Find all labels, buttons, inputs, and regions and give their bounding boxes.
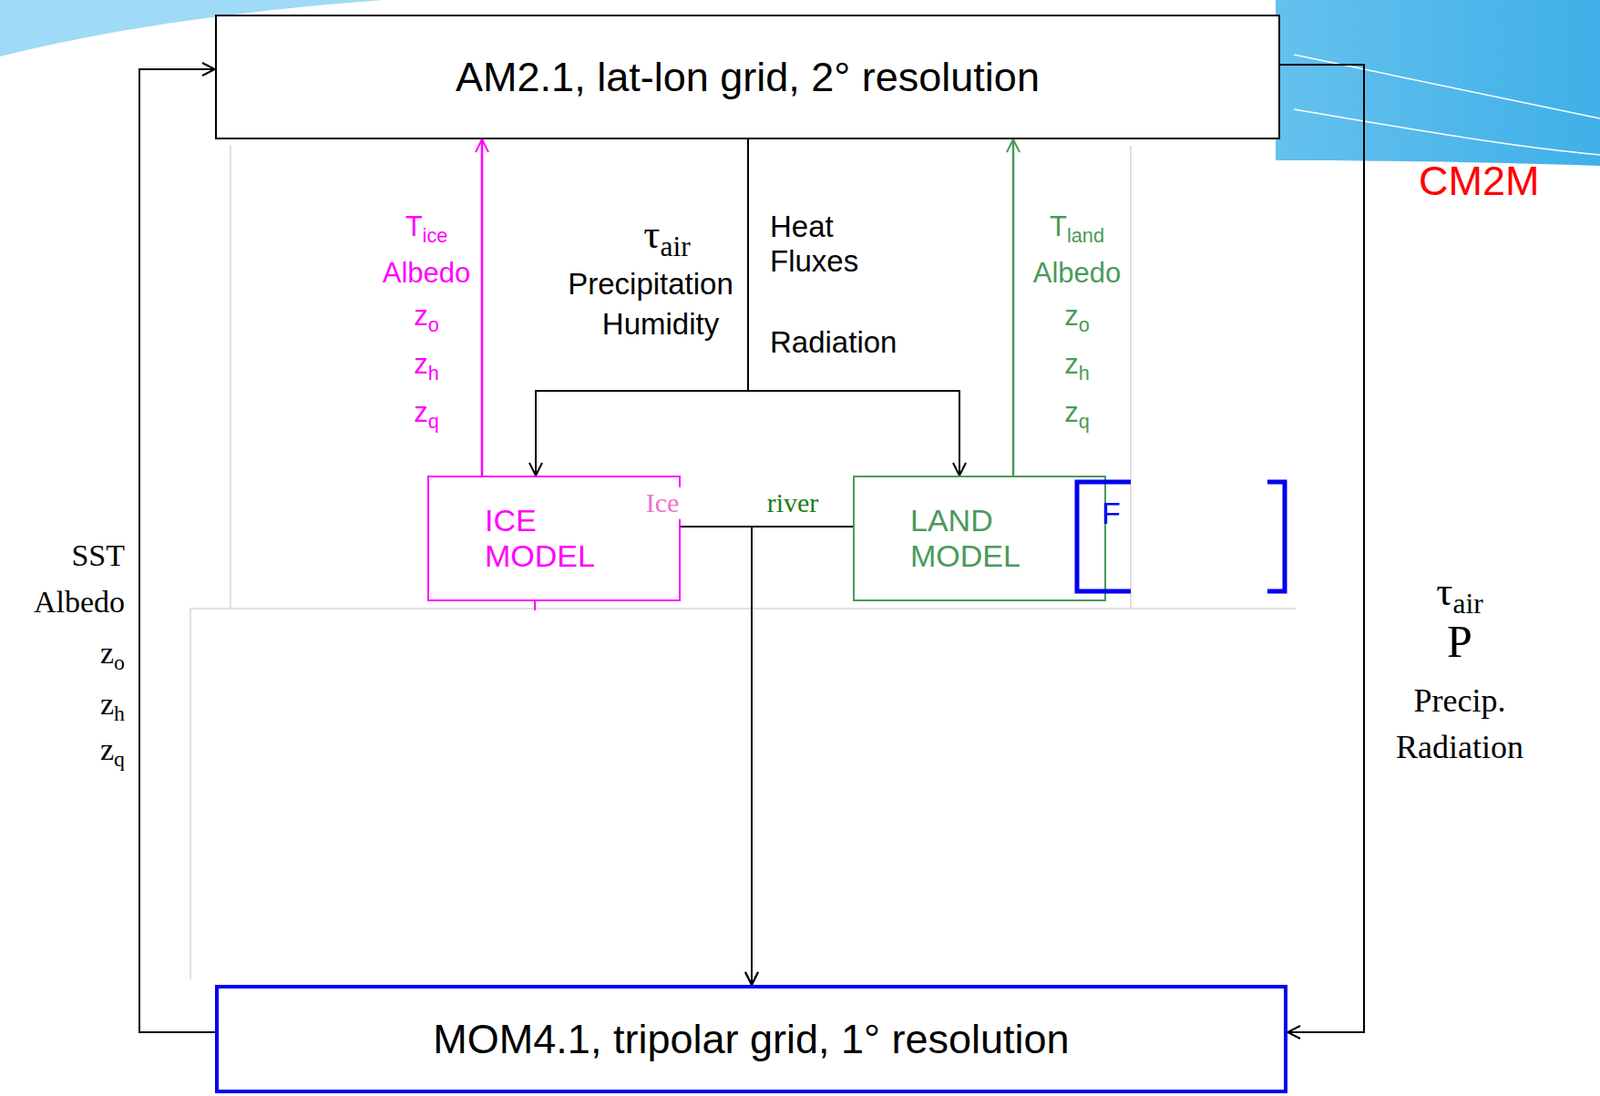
text-main: z (413, 299, 429, 332)
text-main: z (1064, 396, 1079, 429)
text-subscript: q (428, 410, 440, 433)
template-line (1293, 109, 1600, 155)
land-variable: zh (1064, 348, 1090, 381)
patch-edge (1129, 145, 1132, 609)
flux-label: Heat Fluxes (769, 209, 898, 279)
text-main: T (405, 210, 423, 243)
connector-arrow (1280, 64, 1365, 1033)
connector-arrow (748, 139, 960, 476)
ice-variable: zh (413, 348, 440, 381)
text-subscript: h (113, 702, 125, 727)
bracket-left (1076, 482, 1131, 592)
ocean-variable: zq (100, 731, 125, 768)
connector-arrow (1012, 139, 1016, 476)
forcing-variable: Precip. (1414, 682, 1507, 720)
text-subscript: o (428, 313, 440, 337)
box-label: MOM4.1, tripolar grid, 1° resolution (432, 1015, 1069, 1064)
ice-variable: zo (413, 299, 440, 333)
model-name: CM2M (1418, 157, 1540, 206)
text-main: z (1064, 299, 1079, 332)
land-variable: zo (1064, 299, 1090, 333)
text-main: z (413, 396, 429, 429)
patch-edges (190, 144, 1296, 980)
text-main: z (413, 348, 429, 380)
text-subscript: o (1078, 313, 1090, 337)
ocean-variable: SST (71, 537, 125, 574)
partial-box: F (1074, 479, 1288, 595)
box-label: F (1101, 495, 1121, 532)
connector-label: Ice (644, 487, 682, 520)
ice-model-box: ICE MODEL (427, 475, 681, 602)
text-main: τ (643, 211, 660, 257)
ice-stub (533, 601, 536, 611)
text-subscript: air (659, 231, 690, 264)
text-subscript: air (1452, 588, 1483, 621)
ice-variable: Tice (405, 210, 449, 244)
connector-arrow (139, 69, 216, 1033)
template-band (215, 0, 1600, 166)
text-subscript: ice (422, 224, 449, 247)
text-subscript: q (113, 748, 125, 772)
patch-edge (190, 607, 1296, 610)
text-main: T (1049, 210, 1067, 243)
flux-label: τair (643, 211, 690, 259)
patch-edge (189, 608, 192, 980)
text-subscript: o (113, 651, 125, 676)
bracket-right (1267, 482, 1285, 592)
ocean-model-box: MOM4.1, tripolar grid, 1° resolution (215, 984, 1288, 1094)
ice-variable: Albedo (382, 256, 472, 290)
text-subscript: h (1078, 361, 1090, 385)
land-model-box: LAND MODEL (852, 475, 1107, 602)
flux-label: Precipitation (567, 266, 734, 302)
ocean-variable: zh (100, 686, 125, 722)
land-variable: zq (1064, 396, 1090, 430)
box-label: ICE MODEL (484, 502, 613, 575)
patch-edge (229, 144, 232, 609)
text-subscript: land (1066, 224, 1105, 247)
land-variable: Albedo (1033, 256, 1122, 290)
ocean-variable: zo (100, 635, 125, 671)
text-subscript: h (428, 361, 440, 385)
ocean-variable: Albedo (33, 584, 125, 620)
forcing-variable: Radiation (1395, 728, 1524, 767)
flux-label: Humidity (602, 307, 719, 342)
connector-label: river (765, 487, 821, 520)
box-label: AM2.1, lat-lon grid, 2° resolution (455, 53, 1040, 102)
text-main: τ (1435, 568, 1453, 615)
flux-label: Radiation (769, 325, 897, 360)
text-main: z (1064, 348, 1079, 380)
forcing-variable: τair (1435, 568, 1483, 616)
connector-arrow (751, 526, 853, 985)
text-subscript: q (1078, 410, 1090, 433)
atmosphere-model-box: AM2.1, lat-lon grid, 2° resolution (215, 14, 1281, 140)
forcing-variable: P (1446, 615, 1473, 669)
connector-arrow (680, 526, 752, 985)
land-variable: Tland (1049, 210, 1105, 244)
box-label: LAND MODEL (910, 502, 1038, 575)
text-main: z (100, 687, 114, 721)
connector-arrow (481, 139, 484, 476)
text-main: z (100, 635, 114, 670)
connector-arrow (535, 139, 749, 476)
ice-variable: zq (413, 396, 440, 430)
text-main: z (100, 732, 114, 767)
